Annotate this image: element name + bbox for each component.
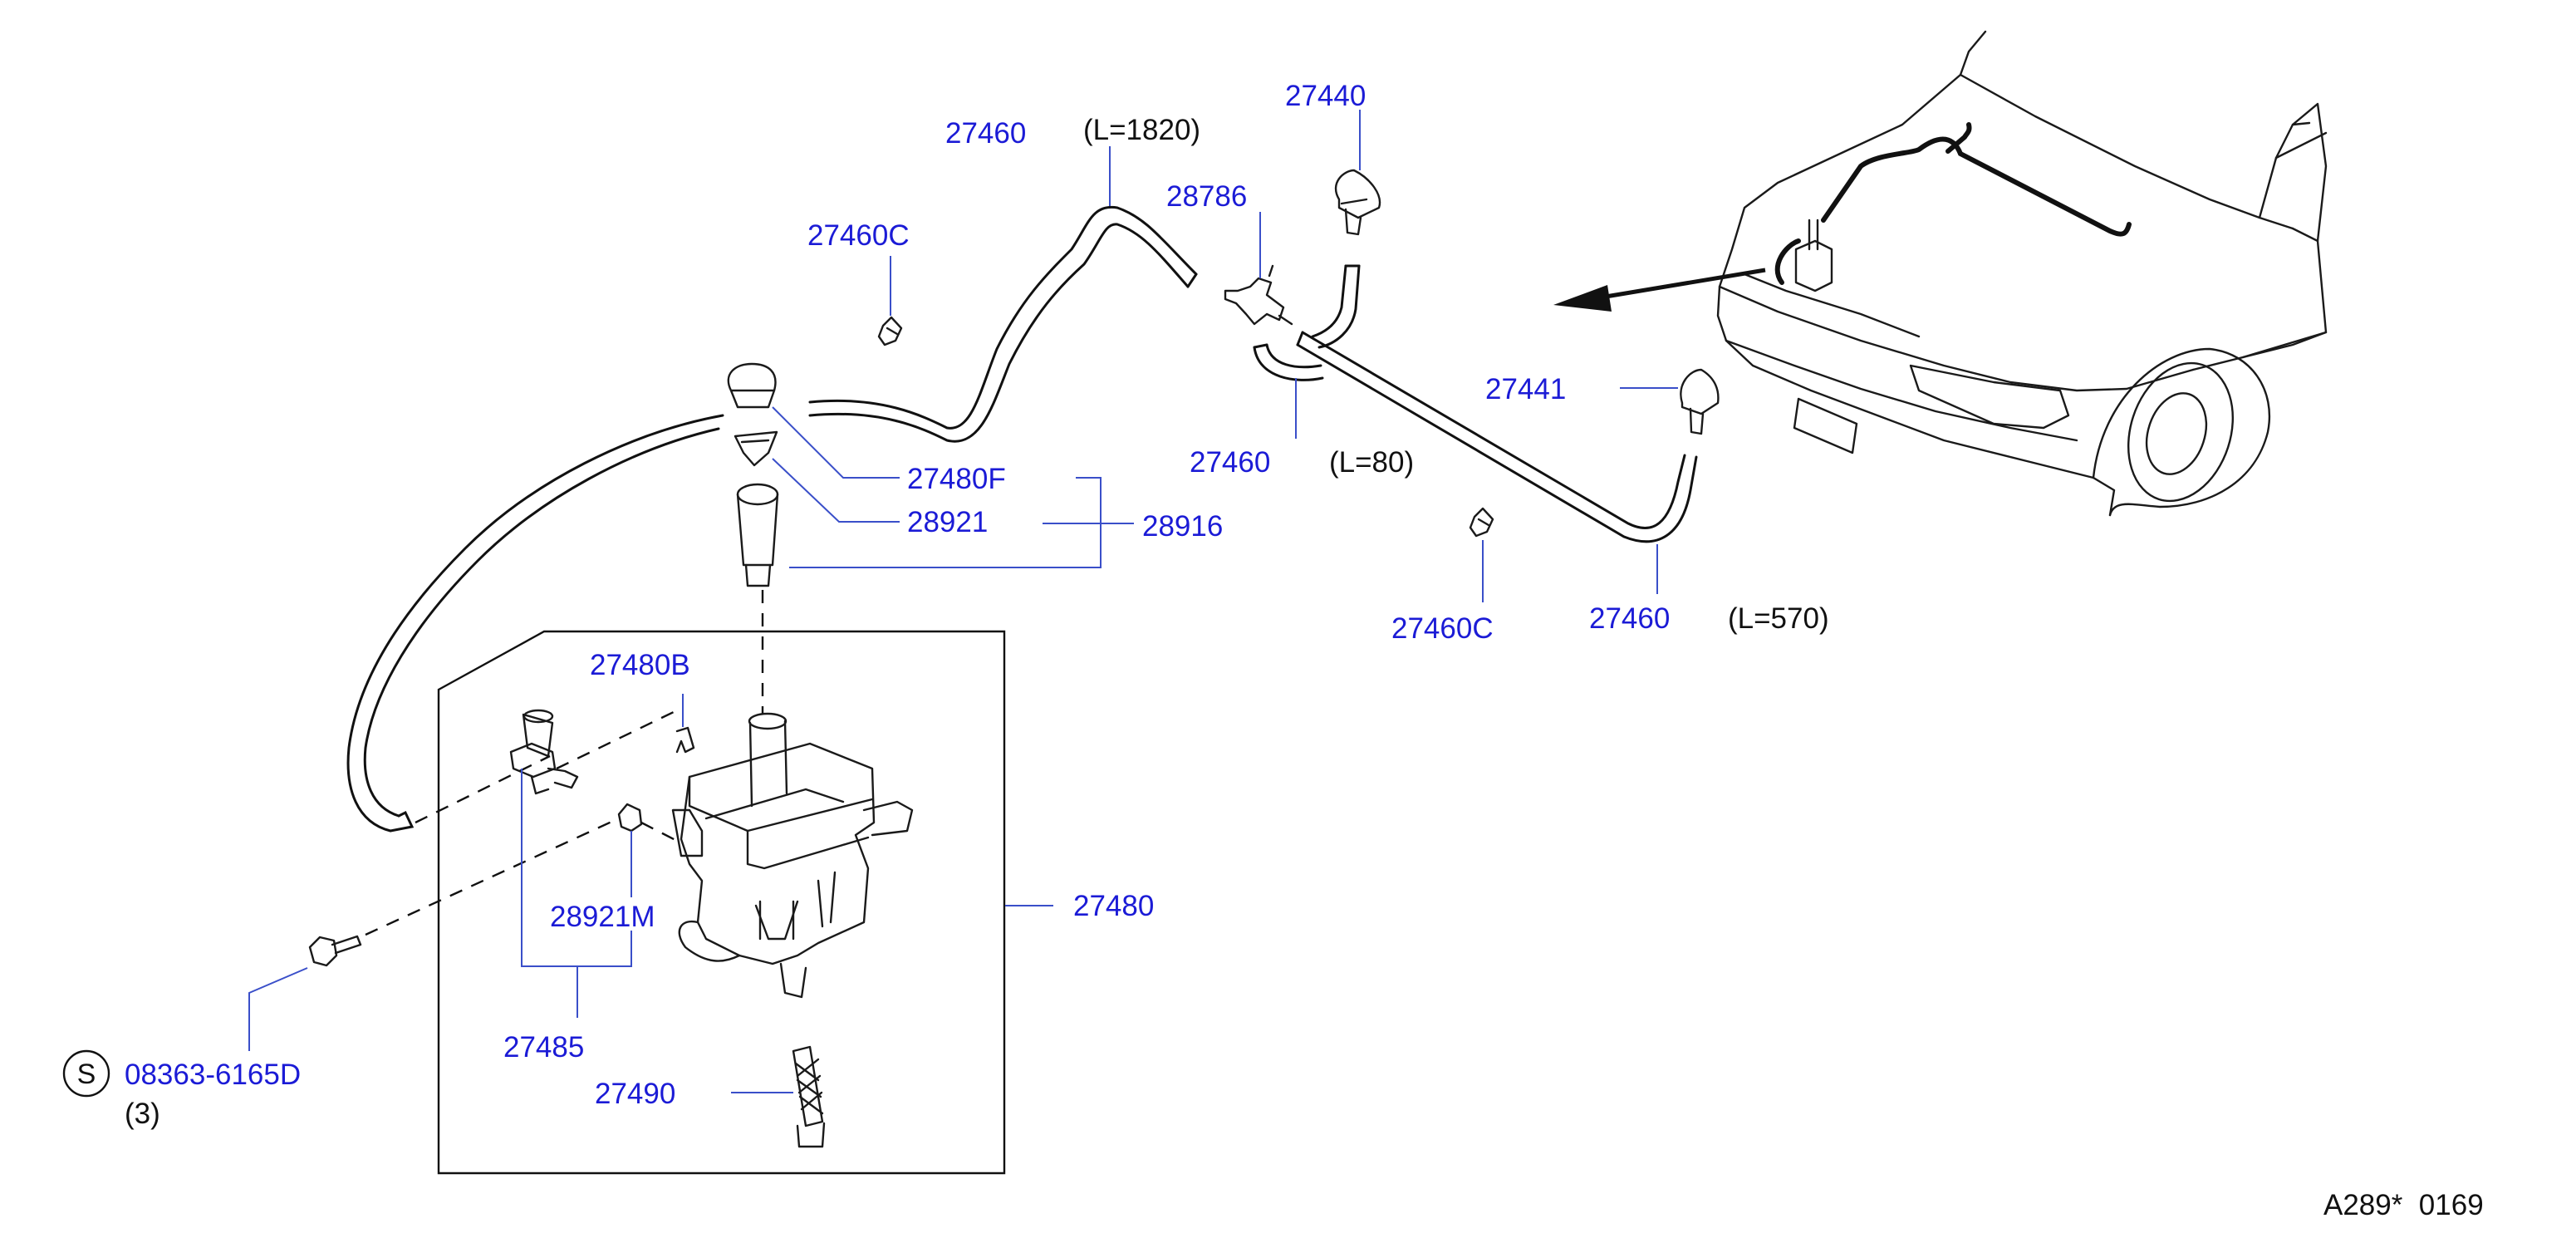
nozzle-27440-part	[1334, 169, 1381, 236]
bolt-callout: S 08363-6165D (3)	[62, 1049, 301, 1130]
leader-lines	[248, 110, 1678, 1093]
callout-27460c-bottom: 27460C	[1391, 612, 1494, 645]
strainer-27490-part	[792, 1045, 826, 1148]
hose-left-loop	[346, 414, 724, 833]
callout-27480: 27480	[1073, 890, 1154, 922]
grommet-guide-dash	[556, 709, 678, 770]
tank-bracket-guide-dash	[640, 821, 678, 842]
callout-28916: 28916	[1142, 510, 1223, 543]
clip-27460c-bottom-part	[1469, 507, 1494, 538]
callout-27485: 27485	[503, 1031, 584, 1064]
callout-27460-mid: 27460	[1190, 446, 1270, 479]
callout-27480f: 27480F	[907, 463, 1006, 495]
hose-27460-l80	[1253, 343, 1324, 381]
bolt-08363-part	[308, 935, 362, 967]
callout-28921m: 28921M	[550, 901, 655, 933]
callout-27440: 27440	[1285, 80, 1366, 112]
hose-27460-l1820	[808, 205, 1198, 443]
location-arrow	[1553, 268, 1766, 312]
cap-27480f-part	[727, 362, 777, 409]
callout-28786: 28786	[1166, 180, 1247, 213]
pump-guide-dash	[415, 754, 551, 824]
callout-27460-top: 27460	[945, 117, 1026, 150]
callout-27460-right: 27460	[1589, 602, 1670, 635]
filter-28921-part	[734, 430, 778, 467]
diagram-reference-code: A289* 0169	[2323, 1189, 2484, 1221]
standard-part-symbol-letter: S	[77, 1059, 96, 1090]
washer-tank-27480-part	[671, 712, 914, 999]
hose-27460-l570	[1296, 331, 1698, 543]
callout-27441: 27441	[1485, 373, 1566, 405]
callout-28921: 28921	[907, 506, 988, 538]
standard-part-symbol-icon	[62, 1049, 110, 1098]
callout-27490: 27490	[595, 1078, 675, 1110]
tank-assembly-frame	[437, 630, 1006, 1175]
callout-27460c-top: 27460C	[807, 219, 910, 252]
hose-to-27440	[1311, 264, 1361, 349]
clip-27480b-part	[675, 726, 695, 754]
callout-bolt-quantity: (3)	[125, 1098, 160, 1130]
joint-28786-part	[1224, 264, 1293, 326]
callout-27460-mid-length: (L=80)	[1329, 446, 1414, 479]
callout-27460-right-length: (L=570)	[1728, 602, 1829, 635]
nozzle-27441-part	[1680, 368, 1720, 435]
part-callouts: 27460 (L=1820) 27440 28786 27460C 27441 …	[503, 80, 1829, 1110]
grommet-28921m-part	[617, 803, 643, 833]
callout-27480b: 27480B	[590, 649, 690, 681]
callout-27460-top-length: (L=1820)	[1083, 114, 1200, 146]
filler-neck-28916-part	[736, 483, 779, 587]
car-front-illustration	[1716, 30, 2328, 517]
callout-bolt-part-number: 08363-6165D	[125, 1059, 301, 1091]
clip-27460c-top-part	[877, 316, 903, 346]
car-hose-route	[1774, 122, 2132, 285]
